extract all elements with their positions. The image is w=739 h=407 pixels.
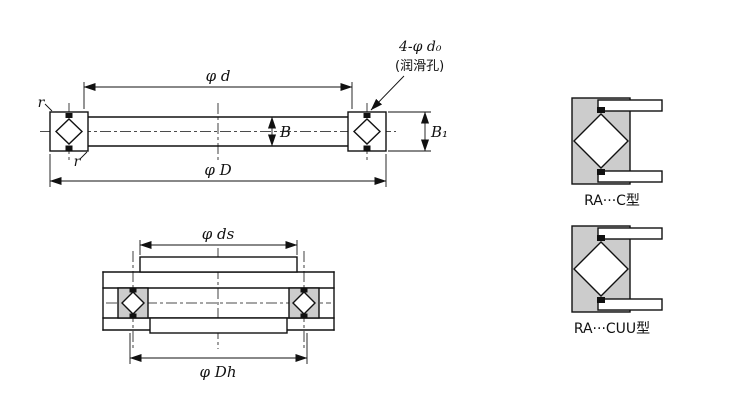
ra-cuu-seal-bottom xyxy=(597,297,605,303)
left-mounted-spacer-top xyxy=(129,287,137,293)
fillet-leader-bottom xyxy=(79,151,88,160)
ra-cuu-roller xyxy=(573,241,629,297)
right-spacer-bottom xyxy=(363,145,371,151)
dim-label-width: B xyxy=(279,123,291,141)
left-spacer-top xyxy=(65,113,73,118)
main-section-view: φ d φ D B B₁ r r 4-φ d₀ (润滑孔) xyxy=(38,39,448,187)
ra-cuu-type-label: RA···CUU型 xyxy=(574,321,650,337)
ra-c-top-rail xyxy=(597,99,663,112)
lube-holes-leader xyxy=(370,75,405,111)
ra-c-spacer-top xyxy=(597,107,605,113)
ra-cuu-bottom-rail xyxy=(597,298,663,311)
ra-c-bottom-rail xyxy=(597,170,663,183)
fillet-label-top: r xyxy=(38,95,46,111)
ra-cuu-seal-top xyxy=(597,235,605,241)
fillet-leader-top xyxy=(44,103,53,112)
upper-clamp-plate xyxy=(139,256,298,273)
dim-label-inner-diameter: φ d xyxy=(206,67,231,85)
detail-ra-c-view: RA···C型 xyxy=(571,97,663,209)
dim-label-outer-diameter: φ D xyxy=(204,161,231,179)
detail-ra-cuu-view: RA···CUU型 xyxy=(571,225,663,337)
left-spacer-bottom xyxy=(65,145,73,151)
mounted-section-view: φ ds φ Dh xyxy=(102,225,335,381)
right-crossed-roller xyxy=(352,118,382,145)
fillet-label-bottom: r xyxy=(74,154,82,170)
lube-holes-note: (润滑孔) xyxy=(395,59,444,74)
dim-label-housing-seat: φ Dh xyxy=(200,363,237,381)
lower-clamp-plate xyxy=(149,317,288,334)
ra-cuu-top-rail xyxy=(597,227,663,240)
lube-holes-label: 4-φ d₀ xyxy=(398,39,442,55)
left-mounted-spacer-bottom xyxy=(129,313,137,319)
ra-c-type-label: RA···C型 xyxy=(584,193,640,209)
dim-label-total-width: B₁ xyxy=(430,123,448,141)
right-mounted-spacer-bottom xyxy=(300,313,308,319)
dim-label-shaft-seat: φ ds xyxy=(202,225,235,243)
ra-c-roller xyxy=(573,113,629,169)
right-mounted-spacer-top xyxy=(300,287,308,293)
left-crossed-roller xyxy=(54,118,84,145)
right-spacer-top xyxy=(363,113,371,118)
ra-c-spacer-bottom xyxy=(597,169,605,175)
